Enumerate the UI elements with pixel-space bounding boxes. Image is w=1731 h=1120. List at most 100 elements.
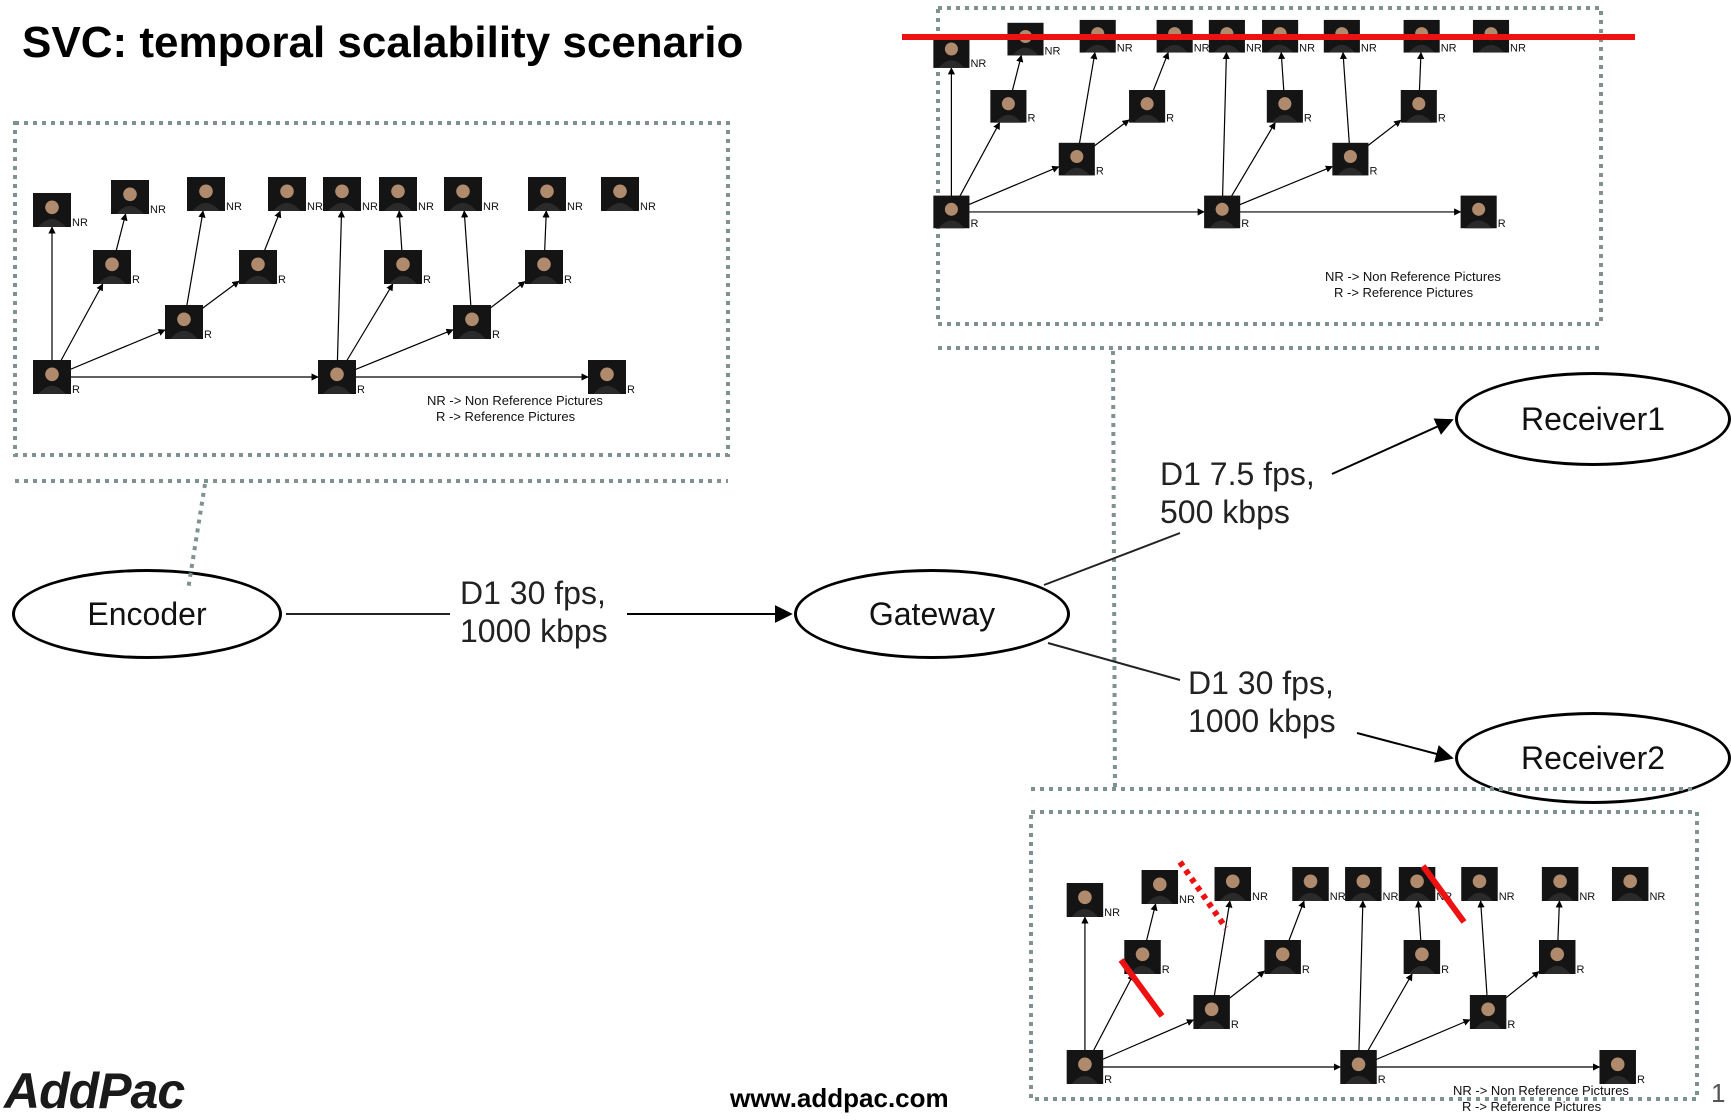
reference-frame: R [1264, 940, 1310, 976]
encoder-gop-frame [13, 121, 730, 457]
reference-frame: R [1129, 90, 1174, 125]
frame-type-label: R [278, 274, 286, 286]
person-shoulders-icon [244, 275, 272, 284]
person-face-icon [1001, 97, 1015, 111]
person-face-icon [540, 184, 554, 199]
flow-label-gateway-receiver1: D1 7.5 fps, 500 kbps [1160, 455, 1315, 531]
person-face-icon [1623, 874, 1637, 889]
flow-rate-label: D1 30 fps, [460, 575, 606, 611]
person-face-icon [1204, 1002, 1219, 1017]
addpac-logo: AddPac [4, 1063, 185, 1119]
person-shoulders-icon [1146, 895, 1173, 904]
gateway-receiver1-line [1043, 532, 1181, 586]
frame-type-label: NR [226, 201, 242, 213]
frame-type-label: NR [1361, 43, 1377, 55]
person-shoulders-icon [593, 385, 621, 394]
reference-frame: R [933, 195, 978, 230]
reference-arrow [336, 328, 454, 378]
frame-type-label: R [1162, 964, 1170, 976]
page-title: SVC: temporal scalability scenario [22, 18, 744, 67]
person-face-icon [1078, 1057, 1092, 1072]
frame-type-label: R [1027, 113, 1035, 125]
reference-frame: R [1403, 940, 1449, 976]
person-shoulders-icon [938, 60, 965, 68]
reference-arrow [336, 210, 345, 378]
person-face-icon [1481, 1002, 1495, 1017]
person-face-icon [537, 257, 551, 272]
gateway-to-receiver1-arrow [1331, 418, 1454, 475]
person-face-icon [1153, 877, 1167, 892]
person-shoulders-icon [1345, 1075, 1372, 1084]
person-face-icon [1472, 202, 1486, 216]
page-number: 1 [1711, 1078, 1726, 1108]
frame-type-label: NR [1117, 43, 1133, 55]
non-reference-frame: NR [379, 177, 434, 213]
reference-frame: R [1469, 995, 1515, 1031]
frame-type-label: R [204, 329, 212, 341]
person-shoulders-icon [533, 202, 561, 211]
non-reference-frame: NR [268, 177, 323, 213]
person-shoulders-icon [1084, 44, 1111, 53]
person-face-icon [1135, 947, 1150, 962]
person-face-icon [1070, 149, 1084, 164]
frame-type-label: NR [1252, 891, 1268, 903]
receiver1-label: Receiver1 [1520, 400, 1666, 437]
person-face-icon [1278, 97, 1292, 111]
receiver2-label: Receiver2 [1520, 739, 1666, 776]
flow-bitrate-label: 1000 kbps [460, 613, 608, 649]
person-face-icon [465, 312, 479, 327]
person-shoulders-icon [1134, 114, 1161, 123]
reference-arrow [1211, 900, 1233, 1013]
person-shoulders-icon [1546, 892, 1574, 901]
person-shoulders-icon [1071, 1075, 1099, 1084]
frame-type-label: NR [1246, 43, 1262, 55]
person-shoulders-icon [1544, 965, 1571, 974]
person-face-icon [330, 367, 344, 382]
frame-type-label: NR [1579, 891, 1595, 903]
frame-type-label: R [1302, 964, 1310, 976]
encoder-connector [186, 483, 207, 591]
person-shoulders-icon [995, 114, 1022, 123]
person-face-icon [123, 187, 137, 202]
person-face-icon [944, 42, 958, 56]
reference-frame: R [384, 250, 431, 286]
drop-marker [1118, 958, 1165, 1018]
reference-frame: R [1340, 1050, 1386, 1086]
gateway-receiver2-line [1047, 642, 1181, 681]
frame-type-label: R [970, 218, 978, 230]
person-face-icon [199, 184, 213, 199]
person-shoulders-icon [1297, 892, 1324, 901]
gateway-to-receiver2-arrow [1356, 732, 1454, 763]
non-reference-frame: NR [323, 177, 378, 213]
person-face-icon [1215, 202, 1229, 216]
frame-type-label: NR [1649, 891, 1665, 903]
reference-frame: R [93, 250, 140, 286]
reference-arrow [1076, 51, 1098, 160]
frame-type-label: NR [1330, 891, 1346, 903]
reference-frame: R [525, 250, 572, 286]
reference-frame: R [990, 90, 1035, 125]
reference-arrow [461, 210, 473, 323]
reference-frame: R [1460, 195, 1506, 230]
person-shoulders-icon [1337, 167, 1364, 176]
reference-frame: R [588, 360, 635, 396]
non-reference-frame: NR [1611, 867, 1665, 903]
person-shoulders-icon [1350, 892, 1377, 901]
frame-type-label: NR [1299, 43, 1315, 55]
person-shoulders-icon [192, 202, 220, 211]
gateway-connector [1111, 350, 1117, 791]
reference-frame: R [33, 360, 80, 396]
drop-marker-dotted [1177, 860, 1229, 930]
encoder-label: Encoder [87, 595, 207, 632]
encoder-node: Encoder [12, 569, 282, 659]
flow-bitrate-label: 1000 kbps [1188, 703, 1336, 739]
receiver2-gop-frame [1029, 810, 1699, 1101]
frame-type-label: R [357, 384, 365, 396]
person-shoulders-icon [1271, 114, 1298, 123]
person-shoulders-icon [98, 275, 126, 284]
person-face-icon [1078, 890, 1092, 905]
reference-arrow [1358, 1018, 1471, 1068]
